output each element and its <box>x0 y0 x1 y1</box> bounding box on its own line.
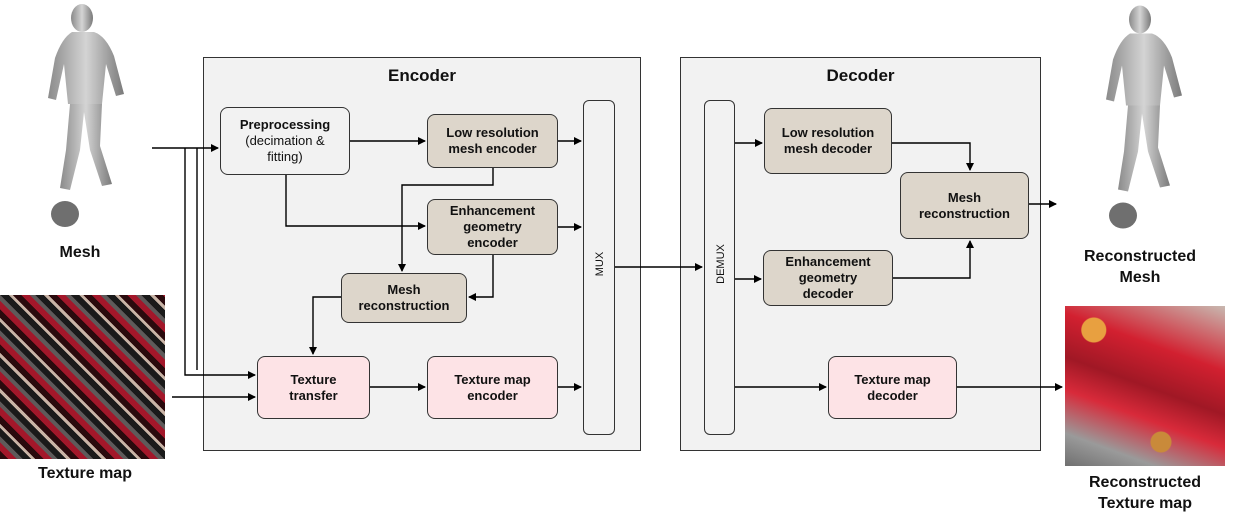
input-texture-map-image <box>0 295 165 459</box>
input-mesh-figure <box>48 4 124 227</box>
arrow-lowresdec-to-meshrecon <box>892 142 974 171</box>
low-res-encoder-line1: Low resolution <box>446 125 539 140</box>
reconstructed-texture-map-image <box>1065 306 1225 466</box>
mux-block: MUX <box>583 100 615 435</box>
enc-mesh-recon-line1: Mesh <box>387 282 421 297</box>
reconstructed-texture-label-line1: Reconstructed <box>1088 474 1202 491</box>
enh-encoder-line3: encoder <box>467 235 518 250</box>
arrow-enh-to-meshrecon <box>468 255 494 301</box>
reconstructed-mesh-label-line1: Reconstructed <box>1083 248 1197 265</box>
enhancement-geometry-encoder-box: Enhancement geometry encoder <box>427 199 558 255</box>
tex-decoder-line2: decoder <box>867 387 918 403</box>
low-res-decoder-line2: mesh decoder <box>783 141 873 156</box>
enc-mesh-recon-line2: reconstruction <box>358 298 450 313</box>
texture-transfer-box: Texture transfer <box>257 356 370 419</box>
demux-block: DEMUX <box>704 100 735 435</box>
reconstructed-mesh-label: Reconstructed Mesh <box>1070 246 1210 288</box>
arrow-lowres-to-meshrecon <box>398 168 494 272</box>
arrow-preproc-to-enh <box>285 175 426 230</box>
low-res-mesh-encoder-box: Low resolution mesh encoder <box>427 114 558 168</box>
preprocessing-box: Preprocessing (decimation & fitting) <box>220 107 350 175</box>
enh-encoder-line1: Enhancement <box>449 203 536 218</box>
reconstructed-texture-map-label: Reconstructed Texture map <box>1065 472 1225 514</box>
reconstructed-texture-label-line2: Texture map <box>1098 495 1192 512</box>
decoder-title: Decoder <box>826 66 895 85</box>
texture-map-encoder-box: Texture map encoder <box>427 356 558 419</box>
tex-encoder-line2: encoder <box>467 387 518 403</box>
encoder-title: Encoder <box>387 66 457 85</box>
enhancement-geometry-decoder-box: Enhancement geometry decoder <box>763 250 893 306</box>
enh-decoder-line2: geometry <box>798 270 858 285</box>
dec-mesh-recon-line2: reconstruction <box>918 205 1010 221</box>
preprocessing-sub1: (decimation & <box>245 133 325 148</box>
preprocessing-sub2: fitting) <box>267 149 303 164</box>
tex-encoder-line1: Texture map <box>454 371 531 387</box>
low-res-decoder-line1: Low resolution <box>781 125 875 140</box>
reconstructed-mesh-figure <box>1106 5 1182 229</box>
reconstructed-mesh-label-line2: Mesh <box>1119 269 1161 286</box>
enh-encoder-line2: geometry <box>463 219 522 234</box>
enh-decoder-line3: decoder <box>802 286 854 301</box>
decoder-mesh-reconstruction-box: Mesh reconstruction <box>900 172 1029 239</box>
input-texture-map-label: Texture map <box>38 465 132 482</box>
low-res-mesh-decoder-box: Low resolution mesh decoder <box>764 108 892 174</box>
texture-map-decoder-box: Texture map decoder <box>828 356 957 419</box>
arrow-enhdec-to-meshrecon <box>893 240 974 279</box>
dec-mesh-recon-line1: Mesh <box>947 189 982 205</box>
input-mesh-label: Mesh <box>59 244 101 261</box>
arrow-mesh-to-texture-transfer <box>184 148 256 379</box>
arrow-meshrecon-to-transfer <box>309 296 341 355</box>
preprocessing-title: Preprocessing <box>239 117 331 132</box>
enh-decoder-line1: Enhancement <box>785 254 871 269</box>
encoder-mesh-reconstruction-box: Mesh reconstruction <box>341 273 467 323</box>
texture-transfer-line2: transfer <box>289 387 338 403</box>
low-res-encoder-line2: mesh encoder <box>448 141 537 156</box>
texture-transfer-line1: Texture <box>290 371 337 387</box>
tex-decoder-line1: Texture map <box>854 371 931 387</box>
